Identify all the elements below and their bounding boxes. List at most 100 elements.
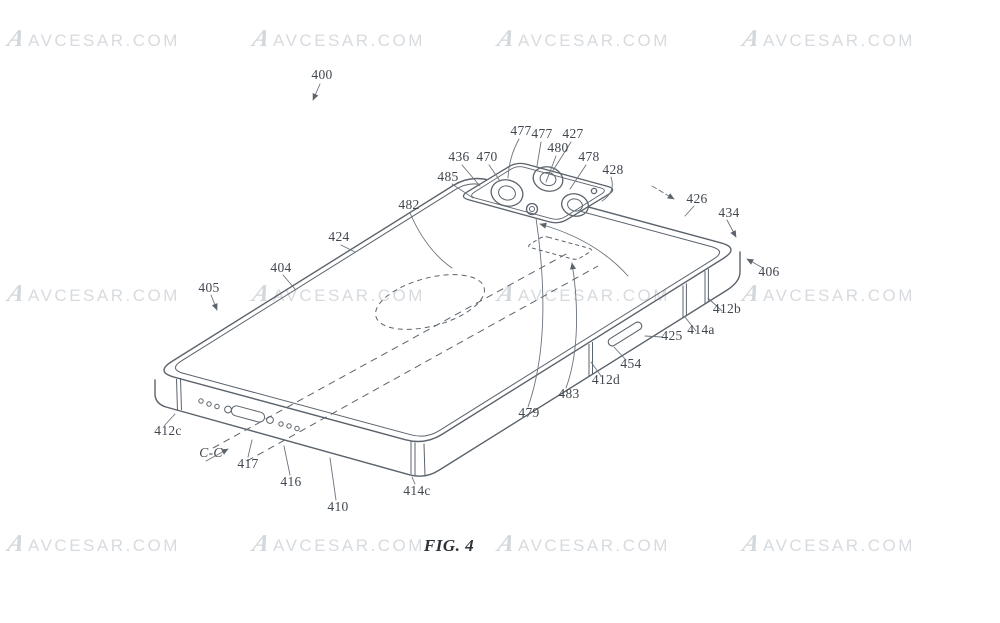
camera-module [462, 162, 614, 224]
ref-label-410: 410 [327, 499, 349, 514]
leader-406 [746, 258, 764, 269]
ref-label-412d: 412d [591, 372, 621, 387]
leader-414c [411, 476, 416, 485]
speaker-hole [278, 421, 284, 427]
leader-427 [551, 141, 572, 173]
leader-483 [565, 262, 577, 389]
camera-pointer-arrow [539, 222, 629, 277]
antenna-splits [176, 268, 709, 475]
leader-454 [613, 346, 627, 361]
side-button [607, 321, 643, 347]
ref-label-406: 406 [758, 264, 780, 279]
ref-label-479: 479 [518, 405, 540, 420]
ref-label-404: 404 [270, 260, 292, 275]
watermark-text: AVCESAR.COM [518, 31, 670, 50]
speaker-hole [294, 425, 300, 432]
watermark-text: AVCESAR.COM [763, 31, 915, 50]
speaker-hole [286, 423, 292, 429]
port-speaker-row [198, 398, 300, 432]
leader-cc-arrow [205, 448, 229, 462]
leader-412d [590, 361, 602, 377]
ref-label-477-b: 477 [531, 126, 553, 141]
leader-477a [507, 138, 520, 179]
ref-label-section-cc: C-C [199, 445, 223, 460]
connector-port [230, 405, 266, 423]
ref-label-412b: 412b [712, 301, 742, 316]
leader-416 [283, 445, 291, 476]
leader-485 [451, 183, 474, 199]
watermark-text: AVCESAR.COM [273, 31, 425, 50]
antenna-split-412c [176, 377, 182, 412]
leader-428 [601, 176, 613, 202]
ref-label-425: 425 [661, 328, 683, 343]
ref-label-412c: 412c [154, 423, 182, 438]
hidden-features [212, 236, 599, 462]
leader-405 [210, 294, 218, 311]
watermark-text: AVCESAR.COM [28, 286, 180, 305]
ref-label-416: 416 [280, 474, 302, 489]
leader-479 [527, 217, 544, 408]
leader-400 [312, 83, 321, 101]
ref-label-480: 480 [547, 140, 569, 155]
ref-label-417: 417 [237, 456, 259, 471]
leader-412b [707, 297, 723, 312]
antenna-split-412b [704, 268, 709, 304]
corner-edge [423, 443, 426, 477]
leader-436 [461, 164, 481, 187]
ref-label-414a: 414a [687, 322, 715, 337]
leader-404 [282, 274, 296, 290]
leader-434 [726, 219, 737, 238]
camera-module-inner-outline [471, 166, 605, 220]
ref-label-405: 405 [198, 280, 220, 295]
leader-426-tick [684, 205, 695, 217]
leader-424 [340, 244, 356, 253]
leader-417 [247, 439, 253, 458]
watermark-text: AVCESAR.COM [28, 31, 180, 50]
leader-412c [163, 413, 176, 427]
watermark-text: AVCESAR.COM [763, 536, 915, 555]
ref-label-482: 482 [398, 197, 420, 212]
leader-477b [536, 141, 542, 167]
phone-body [154, 177, 741, 477]
leader-lines [163, 83, 764, 501]
ref-label-426: 426 [686, 191, 708, 206]
leader-425 [644, 335, 663, 338]
ref-label-454: 454 [620, 356, 642, 371]
ref-label-427: 427 [562, 126, 584, 141]
speaker-hole [198, 398, 204, 404]
section-lines [212, 252, 599, 462]
camera-lens-3 [561, 193, 589, 217]
back-face-inner-outline [174, 183, 721, 437]
figure-caption: FIG. 4 [423, 536, 475, 555]
speaker-hole [206, 401, 212, 407]
watermark-text: AVCESAR.COM [28, 536, 180, 555]
ref-label-414c: 414c [403, 483, 431, 498]
antenna-split-414c [410, 441, 416, 475]
ref-label-477-a: 477 [510, 123, 532, 138]
ref-label-470: 470 [476, 149, 498, 164]
camera-mic-hole [590, 187, 598, 195]
leader-426-arrow [651, 185, 675, 200]
camera-lens-1 [490, 179, 524, 207]
ref-label-485: 485 [437, 169, 459, 184]
magnet-array [528, 236, 592, 260]
speaker-hole [214, 403, 220, 410]
leader-414a [684, 316, 697, 332]
leader-478 [569, 164, 587, 190]
leader-470 [488, 164, 501, 182]
